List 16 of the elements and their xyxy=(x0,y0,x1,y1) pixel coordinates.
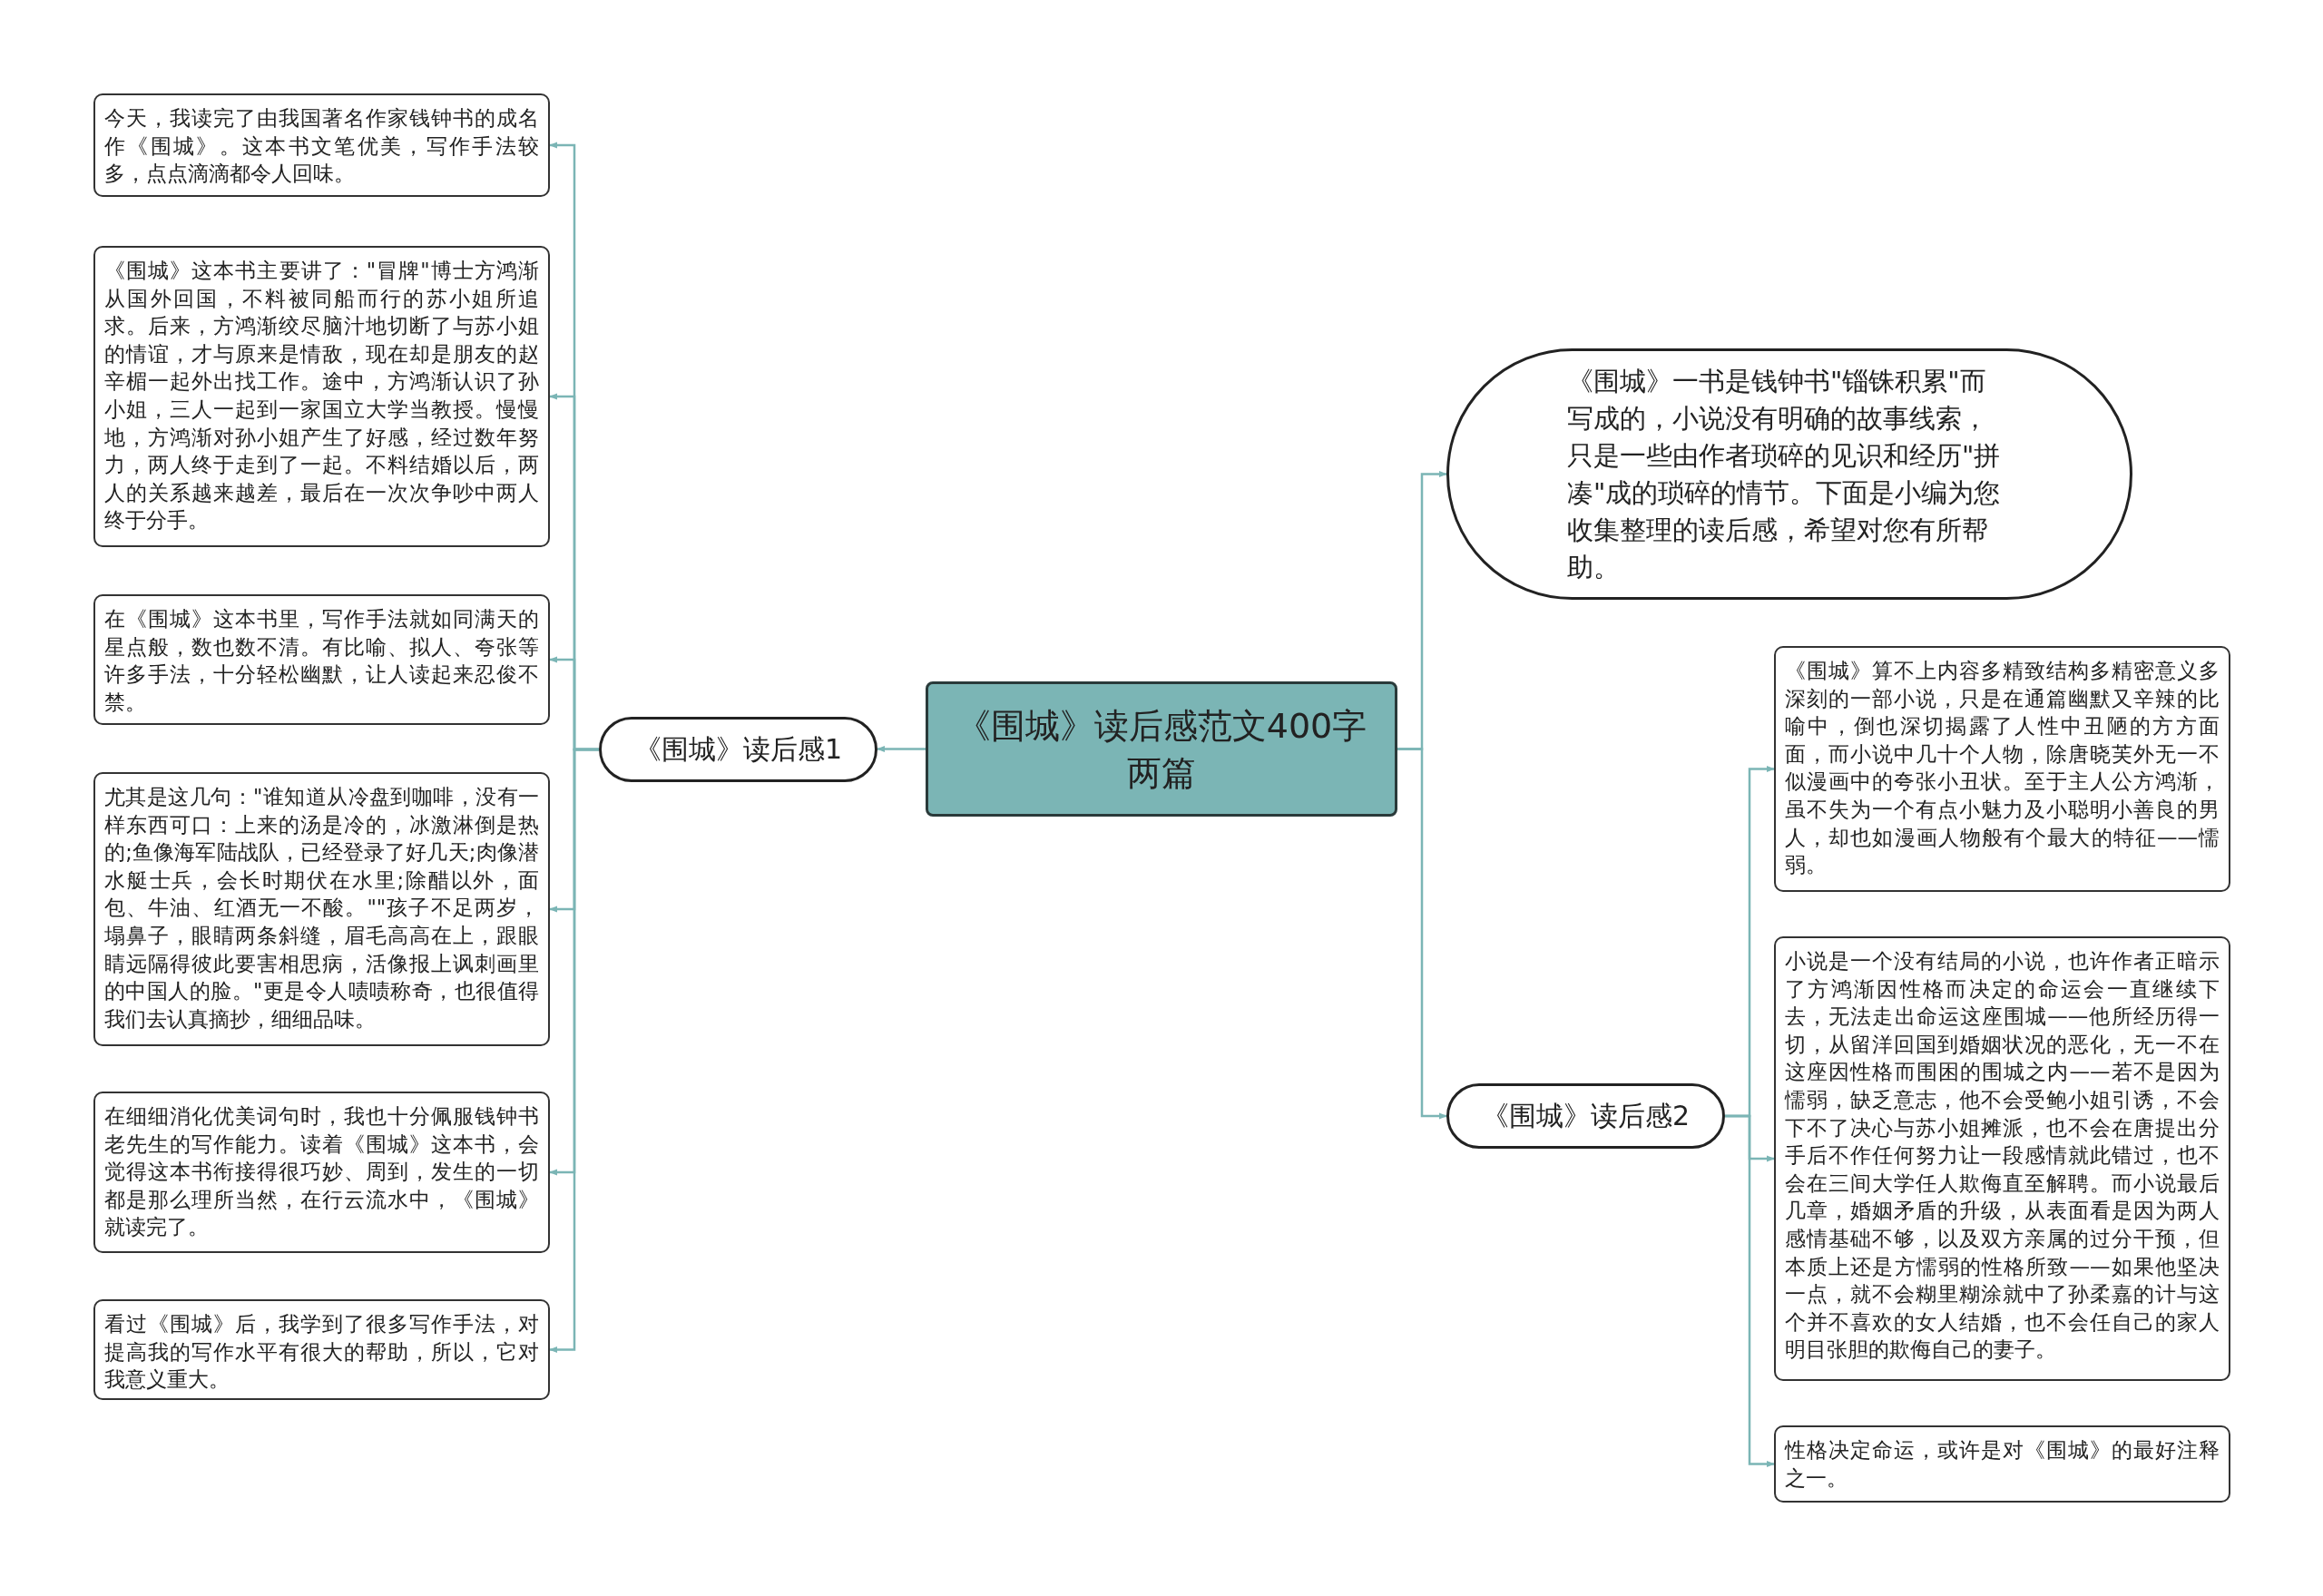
note-box: 《围城》这本书主要讲了："冒牌"博士方鸿渐从国外回国，不料被同船而行的苏小姐所追求。后来，方鸿渐绞尽脑汁地切断了与苏小姐的情谊，才与原来是情敌，现在却是朋友的赵辛楣一起外出找工作。途中，方鸿渐认识了孙小姐，三人一起到一家国立大学当教授。慢慢地，方鸿渐对孙小姐产生了好感，经过数年努力，两人终于走到了一起。不料结婚以后，两人的关系越来越差，最后在一次次争吵中两人终于分手。 xyxy=(93,246,550,547)
note-box: 今天，我读完了由我国著名作家钱钟书的成名作《围城》。这本书文笔优美，写作手法较多，点点滴滴都令人回味。 xyxy=(93,93,550,197)
note-box: 在《围城》这本书里，写作手法就如同满天的星点般，数也数不清。有比喻、拟人、夸张等许多手法，十分轻松幽默，让人读起来忍俊不禁。 xyxy=(93,594,550,725)
connector-arrow xyxy=(877,745,926,753)
connector-arrow xyxy=(1725,1114,1775,1468)
branch-pill: 《围城》读后感2 xyxy=(1446,1083,1725,1149)
note-box: 在细细消化优美词句时，我也十分佩服钱钟书老先生的写作能力。读着《围城》这本书，会觉得这本书衔接得很巧妙、周到，发生的一切都是那么理所当然，在行云流水中，《围城》就读完了。 xyxy=(93,1092,550,1253)
note-box: 看过《围城》后，我学到了很多写作手法，对提高我的写作水平有很大的帮助，所以，它对我意义重大。 xyxy=(93,1299,550,1400)
branch-pill: 《围城》读后感1 xyxy=(599,717,877,782)
connector-arrow xyxy=(1397,748,1447,1120)
note-box: 尤其是这几句："谁知道从冷盘到咖啡，没有一样东西可口：上来的汤是冷的，冰激淋倒是热的;鱼像海军陆战队，已经登录了好几天;肉像潜水艇士兵，会长时期伏在水里;除醋以外，面包、牛油、红酒无一不酸。""孩子不足两岁，塌鼻子，眼睛两条斜缝，眉毛高高在上，跟眼睛远隔得彼此要害相思病，活像报上讽刺画里的中国人的脸。"更是令人啧啧称奇，也很值得我们去认真摘抄，细细品味。 xyxy=(93,772,550,1046)
note-box: 性格决定命运，或许是对《围城》的最好注释之一。 xyxy=(1774,1425,2230,1503)
note-box: 《围城》算不上内容多精致结构多精密意义多深刻的一部小说，只是在通篇幽默又辛辣的比喻中，倒也深切揭露了人性中丑陋的方方面面，而小说中几十个人物，除唐晓芙外无一不似漫画中的夸张小丑状。至于主人公方鸿渐，虽不失为一个有点小魅力及小聪明小善良的男人，却也如漫画人物般有个最大的特征——懦弱。 xyxy=(1774,646,2230,892)
connector-arrow xyxy=(549,748,599,1354)
note-box: 小说是一个没有结局的小说，也许作者正暗示了方鸿渐因性格而决定的命运会一直继续下去，无法走出命运这座围城——他所经历得一切，从留洋回国到婚姻状况的恶化，无一不在这座因性格而围困的围城之内——若不是因为懦弱，缺乏意志，他不会受鲍小姐引诱，不会下不了决心与苏小姐摊派，也不会在唐提出分手后不作任何努力让一段感情就此错过，也不会在三间大学任人欺侮直至解聘。而小说最后几章，婚姻矛盾的升级，从表面看是因为两人感情基础不够，以及双方亲属的过分干预，但本质上还是方懦弱的性格所致——如果他坚决一点，就不会糊里糊涂就中了孙柔嘉的计与这个并不喜欢的女人结婚，也不会任自己的家人明目张胆的欺侮自己的妻子。 xyxy=(1774,936,2230,1381)
topic-box: 《围城》读后感范文400字两篇 xyxy=(926,681,1397,817)
